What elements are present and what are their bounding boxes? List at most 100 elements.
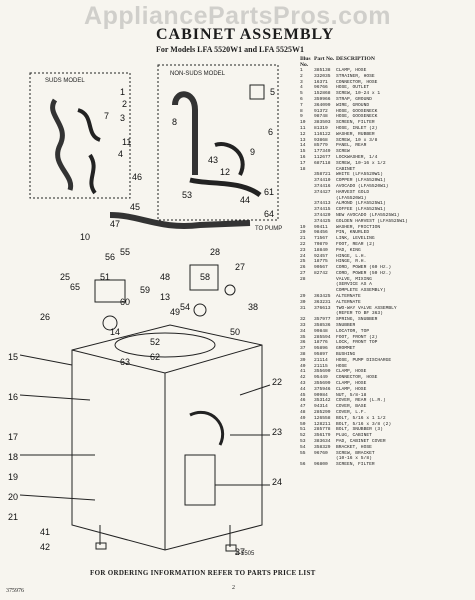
- callout: 44: [240, 195, 250, 205]
- illus-number: 50: [300, 421, 306, 427]
- part-description: SCREW: [336, 149, 350, 155]
- illus-number: 51: [300, 427, 306, 433]
- parts-list-row: (SERVICE AS A: [300, 282, 472, 288]
- part-number: 96766: [314, 85, 328, 91]
- callout: 7: [104, 111, 109, 121]
- part-number: 16371: [314, 79, 328, 85]
- part-number: 85779: [314, 143, 328, 149]
- part-number: 81319: [314, 125, 328, 131]
- callout: 25: [60, 272, 70, 282]
- part-description: AVOCADO (LFA5520W1): [336, 183, 389, 189]
- part-no-col-header: Part No.: [314, 56, 335, 62]
- part-number: 355699: [314, 381, 331, 387]
- illus-number: 9: [300, 114, 303, 120]
- callout: 21: [8, 512, 18, 522]
- illus-number: 33: [300, 323, 306, 329]
- part-description: CLAMP, HOSE: [336, 386, 367, 392]
- figure-id: A-5505: [235, 551, 255, 557]
- part-description: CLAMP, HOSE: [336, 381, 367, 387]
- callout: 15: [8, 352, 18, 362]
- part-number: 358721: [314, 172, 331, 178]
- illus-number: 17: [300, 160, 306, 166]
- illus-number: 21: [300, 236, 306, 242]
- part-description: (REFER TO BF 363): [336, 311, 383, 317]
- parts-list-row: (REFER TO BF 363): [300, 311, 472, 317]
- illus-number: 36: [300, 340, 306, 346]
- illus-number: 6: [300, 96, 303, 102]
- part-description: HOSE, PUMP DISCHARGE: [336, 357, 392, 363]
- callout: 9: [250, 147, 255, 157]
- callout: 48: [160, 272, 170, 282]
- illus-number: 30: [300, 299, 306, 305]
- illus-number: 39: [300, 357, 306, 363]
- part-number: 18775: [314, 259, 328, 265]
- part-number: 356179: [314, 433, 331, 439]
- part-description: HOSE: [336, 363, 348, 369]
- part-number: 116122: [314, 131, 331, 137]
- part-description: CORD, POWER (50 Hz.): [336, 270, 392, 276]
- part-description: NEW AVOCADO (LFA5525W1): [336, 212, 400, 218]
- part-description: BOLT, 5/16 x 3/8 (2): [336, 421, 392, 427]
- callout: 53: [182, 190, 192, 200]
- ordering-footer: FOR ORDERING INFORMATION REFER TO PARTS …: [90, 569, 316, 577]
- suds-model-label: SUDS MODEL: [45, 78, 85, 84]
- callout: 20: [8, 492, 18, 502]
- callout: 60: [120, 297, 130, 307]
- part-description: LOCKWASHER, 1/4: [336, 154, 378, 160]
- part-number: 353142: [314, 398, 331, 404]
- part-number: 375946: [314, 386, 331, 392]
- part-number: 126558: [314, 415, 331, 421]
- illus-number: 15: [300, 149, 306, 155]
- callout: 55: [120, 247, 130, 257]
- part-description: PLUG, CABINET: [336, 433, 372, 439]
- callout: 51: [100, 272, 110, 282]
- callout: 41: [40, 527, 50, 537]
- illus-number: 3: [300, 79, 303, 85]
- part-description: ALTERNATE: [336, 299, 361, 305]
- illus-number: 40: [300, 363, 306, 369]
- part-number: 358536: [314, 323, 331, 329]
- part-number: 687118: [314, 160, 331, 166]
- part-number: 95897: [314, 352, 328, 358]
- illus-number: 27: [300, 270, 306, 276]
- part-number: 359966: [314, 96, 331, 102]
- part-number: 285778: [314, 427, 331, 433]
- part-description: LOCATOR, TOP: [336, 328, 370, 334]
- part-number: 93868: [314, 137, 328, 143]
- part-description: COVER, BASE: [336, 404, 367, 410]
- non-suds-label: NON-SUDS MODEL: [170, 71, 226, 77]
- part-number: 21114: [314, 357, 328, 363]
- part-number: 70879: [314, 241, 328, 247]
- part-description: STRAINER, HOSE: [336, 73, 375, 79]
- part-description: HINGE, R.H.: [336, 259, 367, 265]
- illus-col-header: Illus No.: [300, 56, 311, 68]
- part-number: 385138: [314, 68, 331, 73]
- illus-number: 38: [300, 352, 306, 358]
- callout: 27: [235, 262, 245, 272]
- illus-number: 1: [300, 68, 303, 73]
- part-description: PANEL, REAR: [336, 143, 367, 149]
- callout: 56: [105, 252, 115, 262]
- part-description: PAD, KING: [336, 247, 361, 253]
- part-description: FOOT, FRONT (2): [336, 334, 378, 340]
